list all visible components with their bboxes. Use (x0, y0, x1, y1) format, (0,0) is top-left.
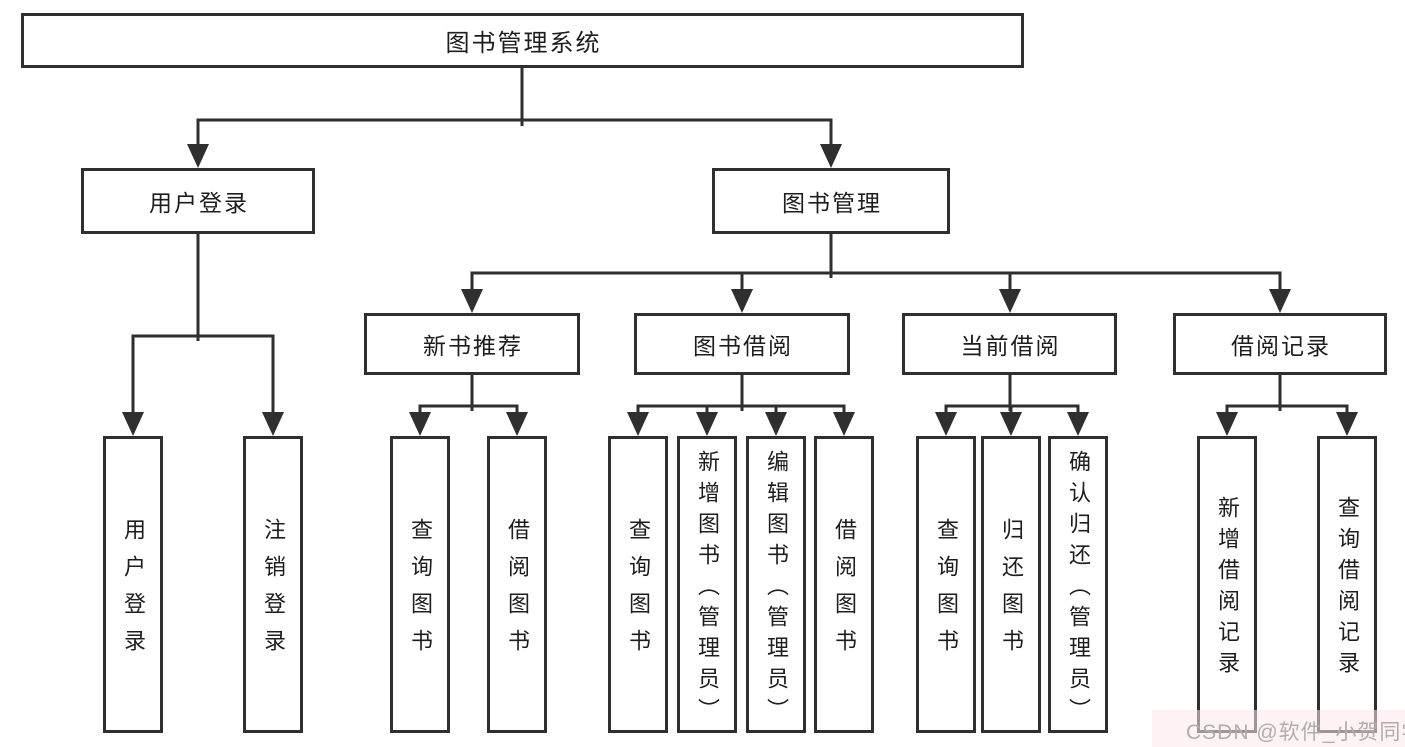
leaf-user-login: 用户登录 (103, 436, 163, 733)
leaf-add-borrow-record: 新增借阅记录 (1197, 436, 1257, 733)
leaf-edit-books-admin: 编辑图书（管理员） (746, 436, 806, 733)
node-new-book-recommend: 新书推荐 (364, 313, 580, 375)
connector-current-borrow-children (935, 375, 1089, 436)
connector-borrow-records-children (1216, 375, 1358, 436)
node-label: 归还图书 (999, 518, 1024, 666)
node-user-login: 用户登录 (81, 168, 315, 234)
node-label: 图书借阅 (693, 333, 793, 359)
csdn-watermark: CSDN @软件_小贺同学 (1186, 721, 1405, 744)
node-label: 新增借阅记录 (1215, 496, 1240, 682)
node-label: 查询图书 (408, 518, 433, 666)
leaf-return-books: 归还图书 (981, 436, 1041, 733)
node-label: 图书管理 (782, 190, 882, 216)
node-label: 新增图书（管理员） (695, 449, 720, 729)
node-library-system: 图书管理系统 (21, 13, 1024, 68)
connector-book-management-children (461, 234, 1291, 313)
leaf-confirm-return-admin: 确认归还（管理员） (1048, 436, 1108, 733)
node-label: 查询借阅记录 (1335, 496, 1360, 682)
leaf-borrow-books-recommend: 借阅图书 (487, 436, 547, 733)
node-label: 图书管理系统 (445, 30, 602, 57)
node-label: 新书推荐 (423, 333, 523, 359)
connector-user-login-children (122, 234, 284, 436)
node-label: 查询图书 (626, 518, 651, 666)
node-label: 编辑图书（管理员） (764, 449, 789, 729)
node-book-management: 图书管理 (712, 168, 950, 234)
node-label: 借阅记录 (1231, 333, 1331, 359)
leaf-query-books-recommend: 查询图书 (390, 436, 450, 733)
node-current-borrow: 当前借阅 (902, 313, 1117, 375)
connector-root-to-level2 (187, 68, 842, 168)
connector-book-borrow-children (627, 375, 855, 436)
watermark-tint (1152, 710, 1405, 747)
node-label: 查询图书 (934, 518, 959, 666)
leaf-borrow-books: 借阅图书 (814, 436, 874, 733)
leaf-query-borrow-record: 查询借阅记录 (1317, 436, 1377, 733)
node-label: 用户登录 (121, 518, 146, 666)
node-label: 借阅图书 (832, 518, 857, 666)
leaf-logout-login: 注销登录 (243, 436, 303, 733)
leaf-add-books-admin: 新增图书（管理员） (677, 436, 737, 733)
leaf-query-books-current: 查询图书 (916, 436, 976, 733)
node-label: 用户登录 (149, 190, 249, 216)
node-label: 借阅图书 (505, 518, 530, 666)
node-borrow-records: 借阅记录 (1173, 313, 1387, 375)
connector-new-book-recommend-children (409, 375, 528, 436)
node-label: 当前借阅 (960, 333, 1061, 359)
node-label: 注销登录 (261, 518, 286, 666)
node-label: 确认归还（管理员） (1066, 449, 1091, 729)
leaf-query-books-borrow: 查询图书 (608, 436, 668, 733)
node-book-borrow: 图书借阅 (634, 313, 850, 375)
